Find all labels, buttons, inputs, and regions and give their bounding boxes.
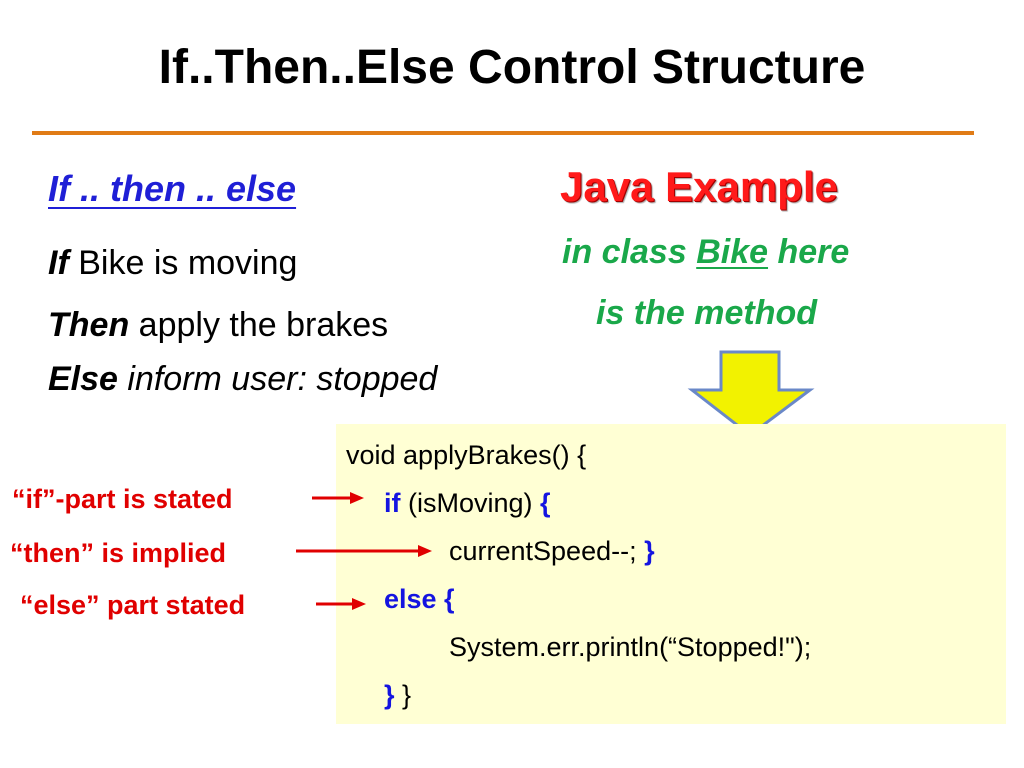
pseudo-line-then: Then apply the brakes [48, 306, 388, 345]
code-line-4-else: else { [384, 584, 455, 614]
code-condition: (isMoving) [400, 488, 541, 518]
code-line-2: if (isMoving) { [384, 488, 551, 519]
java-subtitle-line2: is the method [596, 294, 818, 332]
code-line-5: System.err.println(“Stopped!"); [449, 632, 812, 662]
pseudo-text-else: inform user: stopped [117, 360, 438, 398]
java-subtitle-pre: in class [562, 233, 697, 271]
pseudo-line-else: Else inform user: stopped [48, 360, 437, 399]
java-example-heading: Java Example [560, 163, 838, 210]
pseudo-heading: If .. then .. else [48, 168, 297, 209]
pseudo-text-then: apply the brakes [129, 306, 389, 344]
annotation-if-stated: “if”-part is stated [12, 484, 233, 514]
pseudo-keyword-if: If [48, 244, 69, 282]
arrow-if-icon [312, 492, 364, 504]
code-decrement: currentSpeed--; [449, 536, 645, 566]
code-brace-open-if: { [540, 488, 551, 518]
page-title: If..Then..Else Control Structure [158, 41, 866, 94]
code-brace-close-if: } [644, 536, 655, 566]
code-line-3: currentSpeed--; } [449, 536, 655, 567]
java-subtitle-class: Bike [696, 233, 769, 271]
code-block [336, 424, 1006, 724]
java-subtitle-line1: in class Bike here [562, 233, 849, 272]
pseudo-line-if: If Bike is moving [48, 244, 297, 283]
pseudo-keyword-else: Else [48, 360, 118, 398]
arrow-else-icon [316, 598, 366, 610]
arrow-then-icon [296, 545, 432, 557]
pseudo-text-if: Bike is moving [68, 244, 298, 282]
annotation-else-stated: “else” part stated [20, 590, 246, 620]
code-keyword-if: if [384, 488, 401, 518]
annotation-then-implied: “then” is implied [10, 538, 227, 568]
code-line-6: } } [384, 680, 411, 711]
code-brace-close-method: } [394, 680, 412, 710]
pseudo-keyword-then: Then [48, 306, 130, 344]
title-divider [32, 131, 974, 135]
down-arrow-icon [687, 350, 815, 437]
code-brace-close-else: } [384, 680, 395, 710]
java-subtitle-post: here [768, 233, 850, 271]
code-line-1: void applyBrakes() { [346, 440, 587, 470]
